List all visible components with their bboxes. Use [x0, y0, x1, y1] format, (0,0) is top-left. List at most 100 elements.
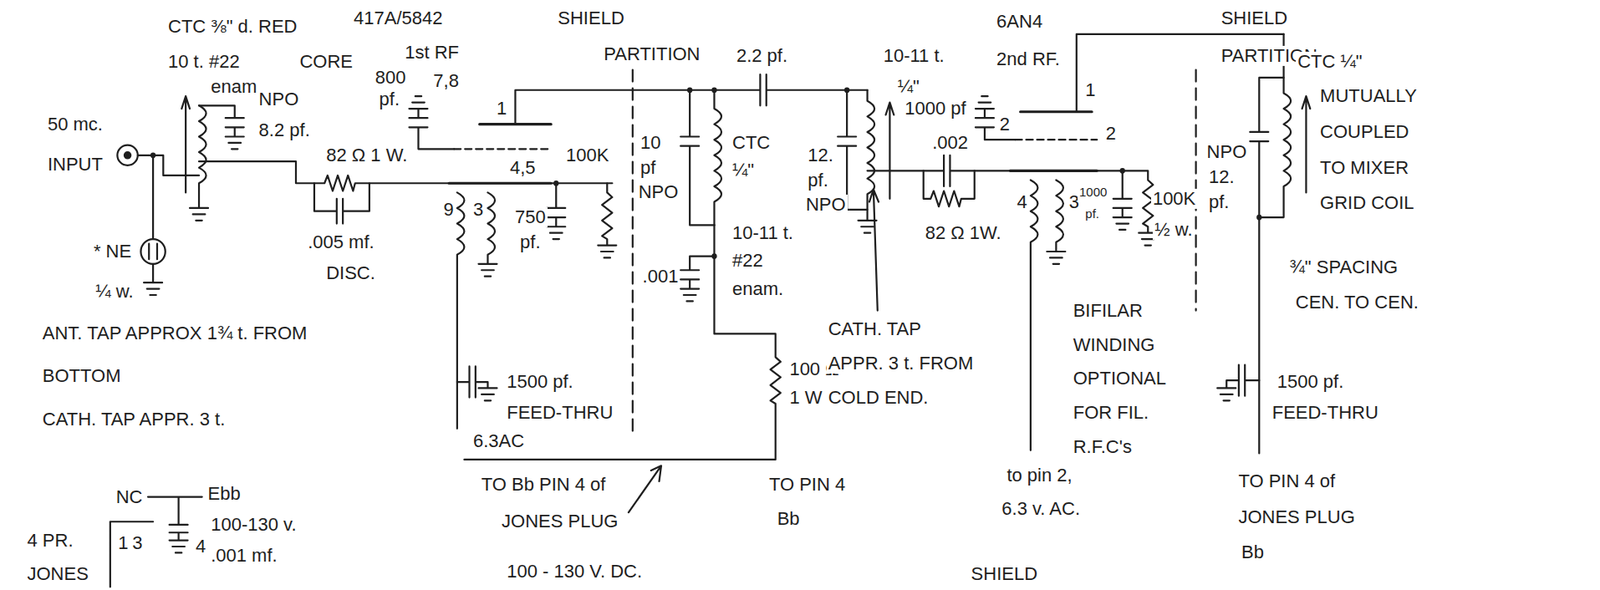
schematic-label: FEED-THRU [504, 402, 615, 423]
junction-dots [150, 86, 1263, 259]
schematic-label: TO Bb PIN 4 of [479, 474, 608, 495]
tuning-slug [181, 96, 190, 193]
capacitor-symbol [1249, 77, 1284, 454]
junction-dot [711, 253, 717, 260]
schematic-label: MUTUALLY [1318, 86, 1419, 107]
schematic-label: enam. [730, 279, 785, 300]
schematic-label: CEN. TO CEN. [1294, 292, 1421, 313]
schematic-label: ¼ w. [93, 281, 135, 302]
schematic-label: 2 [1104, 123, 1118, 144]
junction-dot [1120, 168, 1126, 174]
schematic-label: 750 [513, 207, 548, 228]
cathode-wire [867, 155, 1158, 246]
capacitor-symbol [680, 256, 714, 302]
schematic-label: to pin 2, [1004, 464, 1074, 485]
schematic-label: .005 mf. [305, 232, 376, 253]
schematic-label: 2.2 pf. [734, 45, 790, 67]
tube-grid [453, 147, 551, 150]
schematic-label: 1 [1083, 80, 1097, 101]
schematic-label: .001 mf. [208, 545, 279, 566]
capacitor-symbol [546, 183, 566, 240]
tuning-slug [1302, 96, 1311, 193]
schematic-label: OPTIONAL [1071, 368, 1168, 389]
input-wire [137, 155, 199, 176]
schematic-label: pf. [1207, 191, 1231, 212]
jones-plug [110, 497, 203, 588]
junction-dot [687, 86, 693, 93]
schematic-label: PARTITION [601, 44, 702, 65]
schematic-label: 3 [130, 533, 144, 554]
leader-arrow [869, 189, 879, 311]
schematic-label: 1 [494, 98, 509, 119]
tube-electrodes [448, 124, 551, 184]
choke-symbol [1046, 180, 1065, 265]
schematic-label: NPO [636, 182, 681, 203]
schematic-label: R.F.C's [1071, 437, 1134, 458]
schematic-label: CORE [297, 51, 355, 72]
schematic-label: ¼" [896, 76, 922, 97]
schematic-label: 7,8 [431, 71, 461, 92]
schematic-label: 10 t. #22 [166, 51, 242, 72]
schematic-label: TO PIN 4 of [1236, 471, 1337, 492]
schematic-label: BOTTOM [40, 366, 123, 387]
schematic-label: WINDING [1071, 334, 1157, 355]
schematic-label: pf. [1083, 207, 1101, 222]
schematic-label: COLD END. [826, 387, 931, 408]
capacitor-symbol [198, 105, 245, 149]
schematic-label: CATH. TAP APPR. 3 t. [40, 409, 227, 430]
junction-dot [711, 86, 717, 93]
schematic-label: NC [114, 486, 145, 507]
schematic-label: CTC ¼" [1295, 51, 1364, 72]
schematic-label: INPUT [45, 154, 105, 175]
capacitor-symbol [680, 90, 714, 226]
neon-bulb [140, 239, 165, 265]
schematic-label: Ebb [206, 484, 243, 505]
schematic-label: 1st RF [402, 42, 461, 63]
schematic-label: 1000 pf [902, 98, 968, 119]
schematic-label: SHIELD [555, 8, 626, 29]
junction-dot [844, 86, 850, 93]
schematic-label: FOR FIL. [1071, 402, 1151, 423]
tuning-slug [886, 102, 895, 199]
choke-symbol [1030, 180, 1039, 451]
schematic-label: Bb [1239, 542, 1266, 563]
tube-electrodes [1009, 112, 1097, 172]
coax-pin [124, 152, 131, 158]
schematic-label: DISC. [324, 263, 378, 284]
schematic-label: JONES [25, 564, 91, 585]
schematic-label: ½ w. [1152, 219, 1194, 240]
schematic-label: 10-11 t. [730, 223, 795, 244]
capacitor-symbol [408, 96, 454, 149]
schematic-label: 4,5 [508, 157, 538, 179]
schematic-label: 50 mc. [45, 114, 105, 135]
schematic-label: JONES PLUG [1236, 507, 1356, 528]
schematic-label: BIFILAR [1071, 300, 1145, 322]
schematic-label: 2 [998, 114, 1012, 135]
capacitor-symbol [837, 90, 867, 210]
cathode-wire [198, 161, 612, 191]
schematic-label: 100-130 v. [208, 514, 298, 536]
schematic-label: JONES PLUG [499, 511, 620, 532]
schematic-label: 10 [638, 132, 663, 153]
schematic-label: 100 - 130 V. DC. [504, 561, 644, 582]
schematic-label: APPR. 3 t. FROM [826, 353, 976, 374]
schematic-label: ANT. TAP APPROX 1¾ t. FROM [40, 323, 310, 344]
feedthru-capacitor [457, 366, 498, 401]
schematic-label: 82 Ω 1W. [923, 223, 1004, 244]
schematic-label: 4 [1015, 191, 1030, 212]
schematic-label: ¾" SPACING [1288, 257, 1401, 278]
schematic-label: 2nd RF. [994, 49, 1062, 70]
junction-dot [553, 180, 559, 187]
schematic-label: 82 Ω 1 W. [324, 145, 409, 166]
plate-coil [713, 90, 722, 226]
schematic-label: Bb [775, 508, 802, 529]
schematic-label: 100K [564, 145, 611, 166]
junction-dot [1256, 214, 1262, 221]
plate-wire [514, 74, 867, 124]
schematic-label: 1 W [787, 387, 824, 408]
schematic-label: .001 [641, 266, 681, 287]
schematic-label: * NE [91, 241, 133, 262]
capacitor-symbol [975, 96, 1016, 140]
feedthru-capacitor [1217, 365, 1259, 402]
